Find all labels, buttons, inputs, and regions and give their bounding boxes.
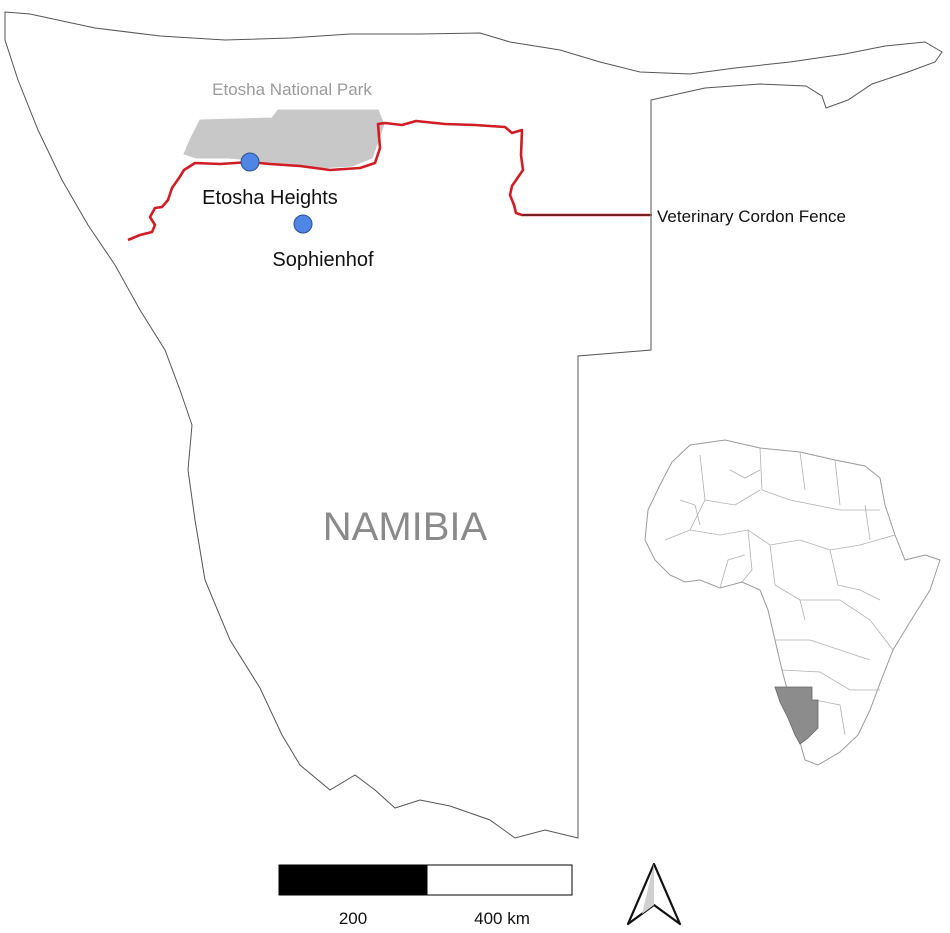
sophienhof-label: Sophienhof [272,249,374,271]
africa-outline [644,439,941,766]
namibia-outline [4,11,943,839]
veterinary-cordon-fence-line [127,119,650,242]
namibia-highlight [774,686,819,745]
scale-bar-white-segment [426,864,573,896]
africa-inset-map [644,439,941,766]
scale-tick-label: 200 [339,909,367,928]
etosha-heights-label: Etosha Heights [202,187,338,209]
africa-country-borders [664,447,896,736]
scale-bar-black-segment [278,864,428,896]
sophienhof-site-marker [293,214,313,234]
etosha-heights-site-marker [240,152,260,172]
park-label: Etosha National Park [212,80,372,99]
etosha-national-park-area [183,109,385,169]
country-label: NAMIBIA [323,505,488,549]
scale-tick-label: 400 km [474,909,530,928]
scale-bar: 200 400 km [278,864,573,928]
fence-label: Veterinary Cordon Fence [657,207,846,226]
north-arrow-icon [626,862,682,926]
